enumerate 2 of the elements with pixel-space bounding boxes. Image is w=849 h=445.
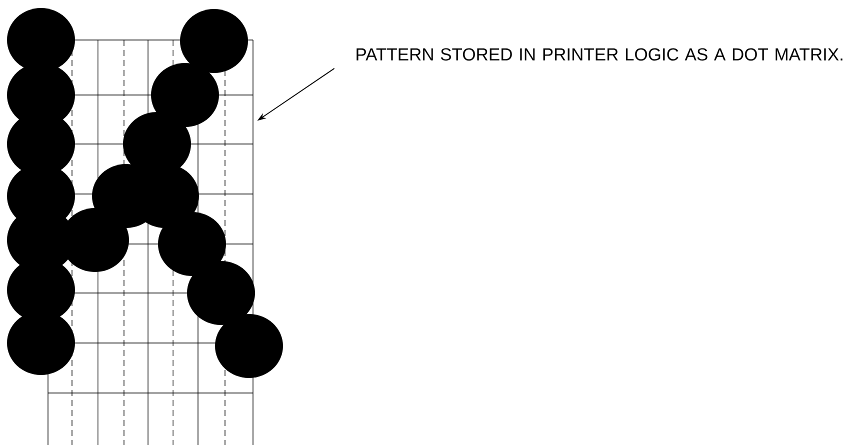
dot-matrix-drawing [7,8,283,445]
callout-text: PATTERN STORED IN PRINTER LOGIC AS A DOT MATRIX. [356,48,842,61]
